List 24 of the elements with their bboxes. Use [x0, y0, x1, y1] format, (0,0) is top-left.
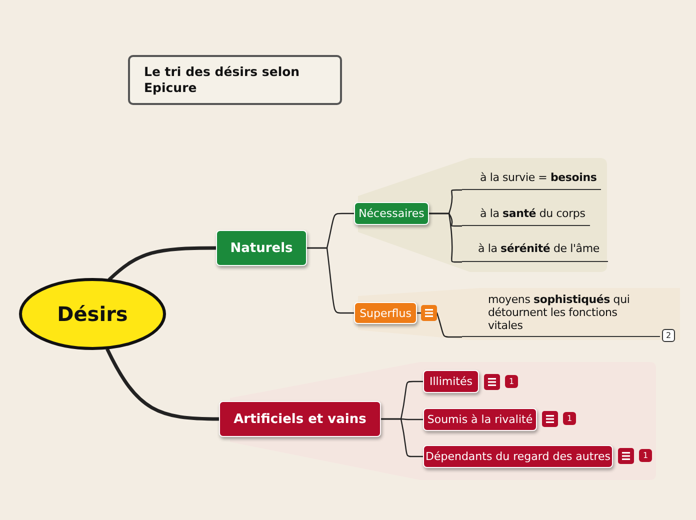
subtopic-text: moyens sophistiqués qui détournent les fonctions vitales: [462, 291, 660, 337]
connector-line: [417, 312, 462, 338]
subtopic-text: à la survie = besoins: [462, 166, 601, 190]
connector-line: [106, 348, 220, 421]
count-badge: 1: [639, 449, 652, 462]
connector-line: [429, 212, 462, 263]
count-badge: 1: [563, 412, 576, 425]
central-topic: Désirs: [57, 302, 128, 326]
title-text: Le tri des désirs selon Epicure: [144, 64, 301, 96]
topic-box: Naturels: [216, 230, 307, 266]
count-badge: 1: [505, 375, 518, 388]
subtopic-text: à la santé du corps: [462, 201, 590, 226]
title-box: [128, 55, 342, 105]
topic-box: Superflus: [354, 302, 417, 324]
topic-box: Dépendants du regard des autres: [423, 445, 613, 468]
topic-box: Illimités: [423, 370, 479, 393]
subtopic-text: à la sérénité de l'âme: [462, 237, 608, 262]
connector-line: [108, 246, 216, 282]
topic-box: Soumis à la rivalité: [423, 408, 537, 431]
topic-box: Nécessaires: [354, 202, 429, 225]
connector-line: [381, 418, 423, 458]
topic-box: Artificiels et vains: [219, 401, 381, 437]
count-badge: 2: [662, 329, 676, 342]
connector-line: [307, 247, 354, 314]
